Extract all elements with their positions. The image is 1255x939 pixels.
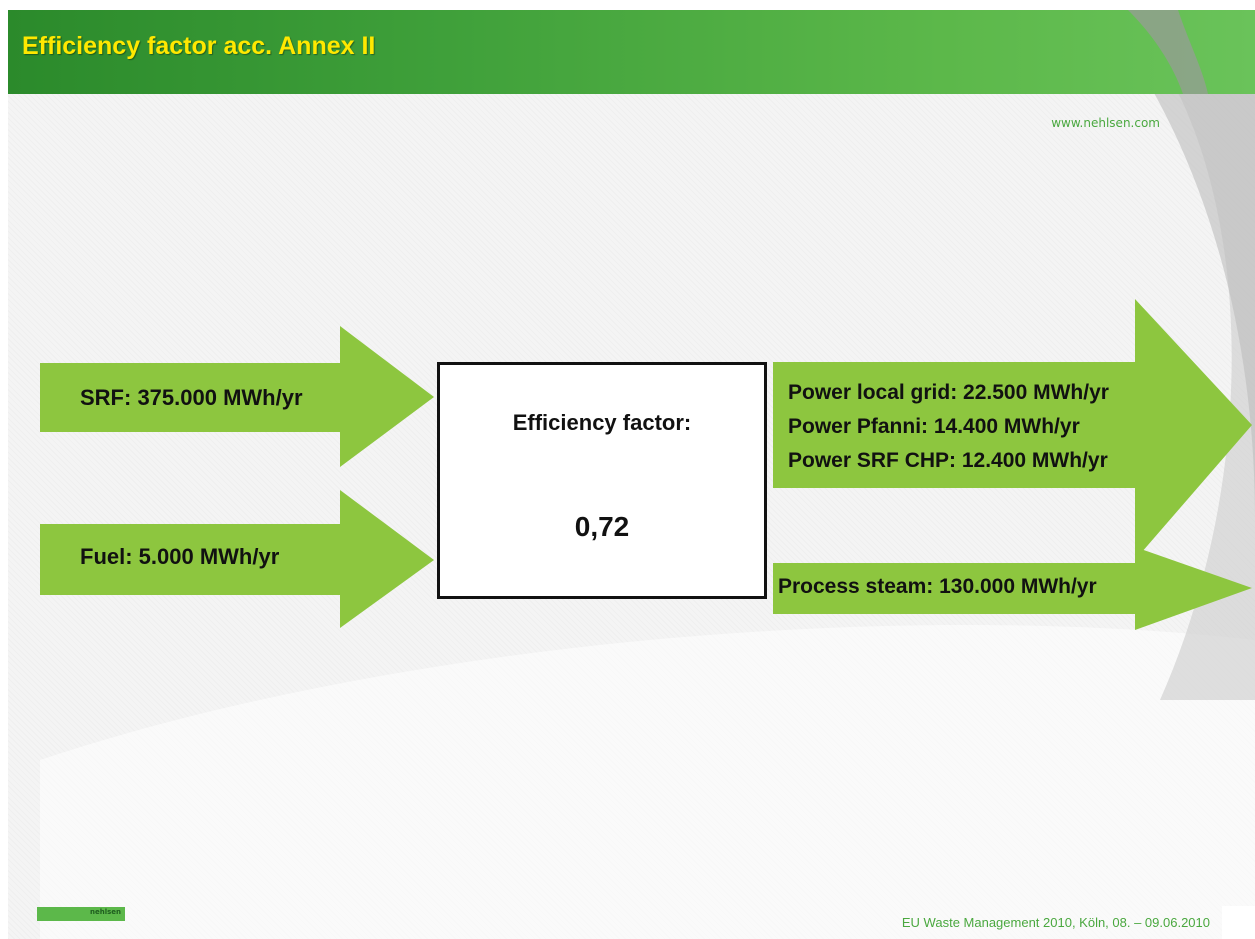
header-corner (1128, 10, 1208, 94)
efficiency-factor-box: Efficiency factor: 0,72 (437, 362, 767, 599)
efficiency-factor-label: Efficiency factor: (512, 410, 692, 435)
output-line-power-pfanni: Power Pfanni: 14.400 MWh/yr (788, 415, 1080, 438)
output-arrow-steam (773, 547, 1252, 630)
header-bar (8, 10, 1255, 94)
efficiency-factor-value: 0,72 (574, 511, 630, 542)
footer-corner (1222, 906, 1255, 939)
header-swoosh (1128, 10, 1208, 94)
page-title: Efficiency factor acc. Annex II (22, 32, 376, 60)
input-arrow-fuel (40, 490, 434, 628)
output-line-power-srf-chp: Power SRF CHP: 12.400 MWh/yr (788, 449, 1108, 472)
output-arrow-power (773, 299, 1252, 560)
input-label-fuel: Fuel: 5.000 MWh/yr (80, 544, 280, 569)
output-label-process-steam: Process steam: 130.000 MWh/yr (778, 575, 1097, 598)
logo-text: nehlsen (89, 908, 121, 916)
output-line-power-local-grid: Power local grid: 22.500 MWh/yr (788, 381, 1109, 404)
lower-swoosh (40, 625, 1255, 939)
right-swoosh-dark (1100, 10, 1255, 520)
input-label-srf: SRF: 375.000 MWh/yr (80, 385, 303, 410)
website-url: www.nehlsen.com (1051, 116, 1160, 130)
footer-event: EU Waste Management 2010, Köln, 08. – 09… (901, 915, 1210, 930)
input-arrow-srf (40, 326, 434, 467)
nehlsen-logo: nehlsen (37, 907, 125, 921)
